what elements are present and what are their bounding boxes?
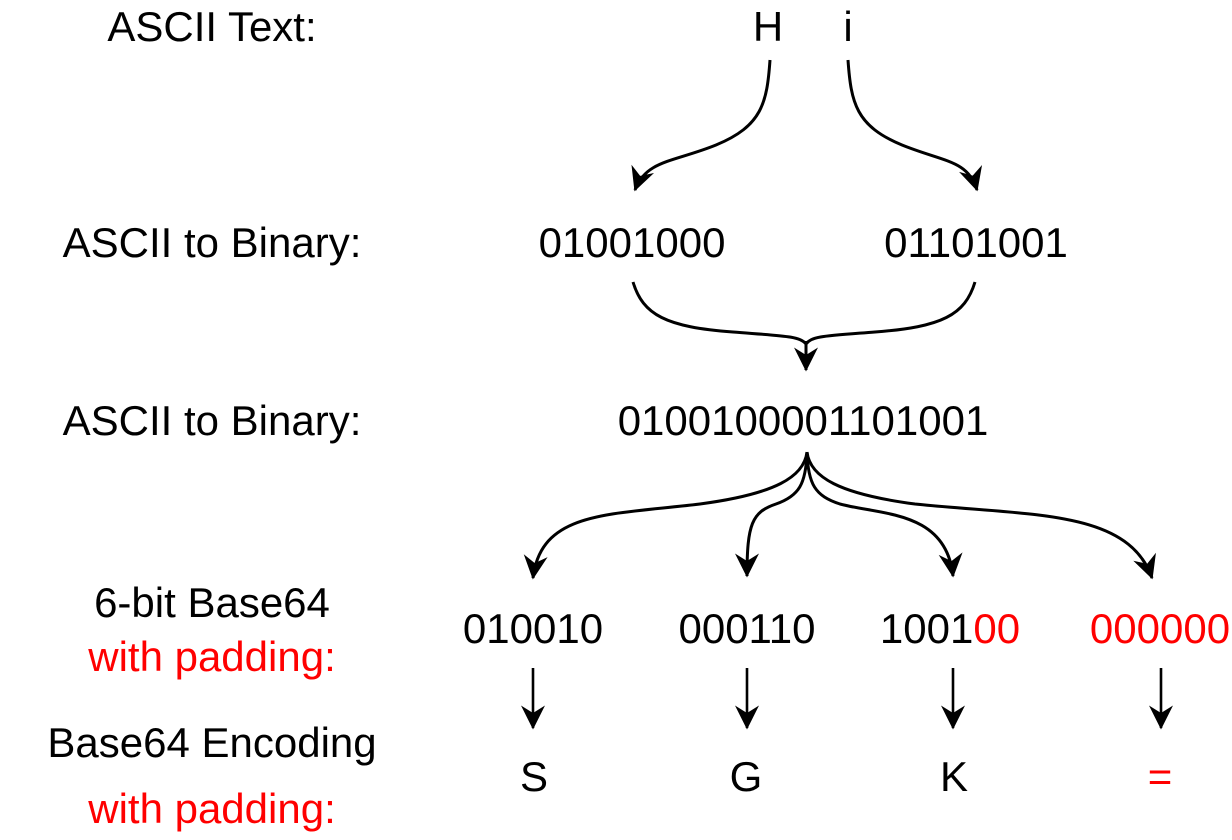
arrow-i-to-binary	[846, 59, 983, 192]
combined-binary-value: 0100100001101001	[617, 397, 989, 444]
combined-binary-label: ASCII to Binary:	[62, 397, 362, 444]
base64-chars-label-line2: with padding:	[88, 785, 336, 832]
base64-group-3: 100100	[880, 608, 1020, 650]
ascii-char-h: H	[752, 3, 784, 50]
merge-curve-right	[804, 281, 977, 346]
base64-char-1: S	[519, 753, 549, 800]
split-arrow-3	[805, 451, 963, 578]
merge-curve-left	[631, 281, 808, 346]
group-3-padding-bits: 00	[973, 605, 1021, 652]
group-3-bits: 1001	[879, 605, 974, 652]
group-4-padding-bits: 000000	[1089, 605, 1231, 652]
base64-char-padding: =	[1147, 753, 1173, 800]
base64-bits-label-line2: with padding:	[88, 633, 336, 680]
split-arrow-1	[523, 451, 809, 580]
base64-group-2: 000110	[678, 608, 815, 650]
binary-byte-h: 01001000	[538, 219, 726, 266]
base64-group-4: 000000	[1090, 608, 1230, 650]
base64-char-3: K	[939, 753, 969, 800]
split-arrow-2	[735, 451, 809, 578]
group-2-bits: 000110	[678, 605, 816, 652]
base64-chars-label-line1: Base64 Encoding	[47, 719, 377, 766]
split-arrow-4	[805, 451, 1156, 580]
group-1-bits: 010010	[462, 605, 604, 652]
ascii-binary-label: ASCII to Binary:	[62, 219, 362, 266]
base64-char-2: G	[729, 753, 763, 800]
binary-byte-i: 01101001	[884, 219, 1068, 266]
ascii-text-label: ASCII Text:	[107, 3, 317, 50]
base64-group-1: 010010	[463, 608, 603, 650]
arrow-h-to-binary	[631, 59, 772, 192]
base64-bits-label-line1: 6-bit Base64	[94, 579, 330, 626]
ascii-char-i: i	[843, 3, 853, 50]
